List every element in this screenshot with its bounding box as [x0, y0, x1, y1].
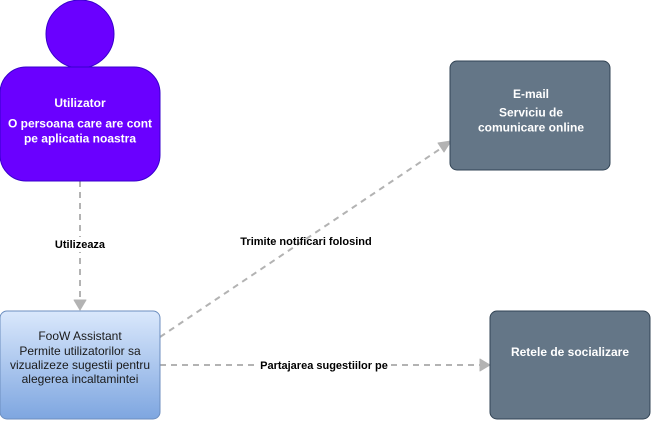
- email-shape: [449, 60, 611, 171]
- edge-label-share-group: Partajarea sugestiilor pe: [257, 358, 391, 373]
- text-line: vizualizeze sugestii pentru: [10, 358, 150, 372]
- node-social[interactable]: Retele de socializare: [489, 310, 651, 420]
- edge-label-uses-group: Utilizeaza: [52, 237, 108, 252]
- system-title: FooW Assistant: [38, 329, 122, 343]
- arrowhead-uses: [73, 299, 87, 311]
- user-body-shape: [0, 66, 161, 182]
- edge-label-notify: Trimite notificari folosind: [240, 236, 371, 248]
- node-system[interactable]: FooW Assistant Permite utilizatorilor sa…: [0, 310, 161, 420]
- text-line: alegerea incaltamintei: [22, 372, 139, 386]
- text-line: comunicare online: [478, 121, 584, 135]
- arrowhead-notify: [437, 140, 452, 153]
- system-shape: [0, 310, 161, 420]
- arrowhead-share: [479, 358, 491, 372]
- edge-share: [160, 358, 491, 372]
- edge-notify: [159, 140, 452, 338]
- edge-label-notify-group: Trimite notificari folosind: [240, 236, 371, 248]
- text-line: O persoana care are cont: [8, 117, 152, 131]
- social-shape: [489, 310, 651, 420]
- text-line: Permite utilizatorilor sa: [19, 344, 141, 358]
- user-head-shape: [45, 0, 115, 69]
- user-title: Utilizator: [54, 96, 106, 110]
- social-title: Retele de socializare: [511, 345, 629, 359]
- edge-label-uses: Utilizeaza: [55, 239, 106, 251]
- email-title: E-mail: [513, 87, 549, 101]
- text-line: Serviciu de: [499, 106, 563, 120]
- text-line: pe aplicatia noastra: [24, 132, 136, 146]
- edge-label-share: Partajarea sugestiilor pe: [260, 360, 388, 372]
